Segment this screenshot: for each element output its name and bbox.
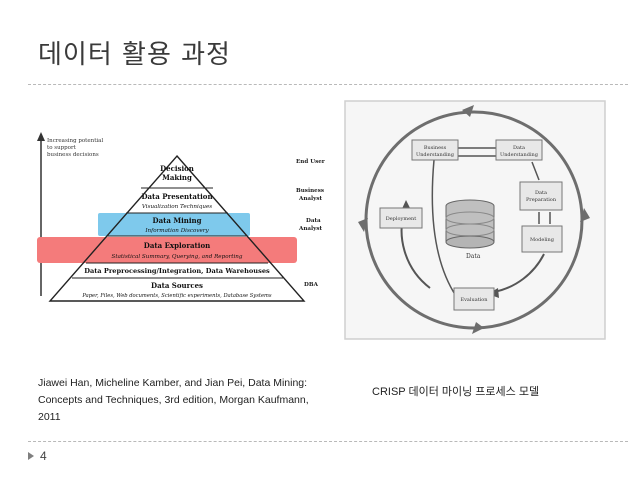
- pyramid-side-note-line-1: Increasing potential: [47, 138, 103, 144]
- data-label: Data: [466, 253, 481, 260]
- node-evaluation: Evaluation: [453, 287, 495, 311]
- title-divider: [28, 84, 628, 85]
- outer-cycle-arrowhead: [580, 208, 590, 222]
- potential-axis-arrowhead: [37, 132, 45, 141]
- bullet-arrow-icon: [28, 452, 34, 460]
- svg-text:Understanding: Understanding: [416, 152, 455, 158]
- pyramid-side-note-line-3: business decisions: [47, 152, 99, 158]
- svg-text:Understanding: Understanding: [500, 152, 539, 158]
- data-mining-highlight: [98, 213, 250, 236]
- data-cylinder: [445, 199, 495, 249]
- svg-text:Evaluation: Evaluation: [460, 297, 488, 303]
- node-modeling: Modeling: [521, 225, 563, 253]
- svg-text:Data: Data: [513, 145, 525, 151]
- level-presentation-title: Data Presentation: [141, 192, 212, 201]
- svg-text:Preparation: Preparation: [526, 197, 557, 203]
- level-mining-subtitle: Information Discovery: [144, 228, 209, 234]
- level-preprocessing-title: Data Preprocessing/Integration, Data War…: [84, 267, 270, 275]
- outer-cycle-arrowhead: [462, 105, 474, 117]
- level-sources-title: Data Sources: [151, 281, 203, 290]
- level-mining-title: Data Mining: [153, 216, 202, 225]
- page-number: 4: [40, 449, 47, 463]
- svg-text:Modeling: Modeling: [530, 237, 555, 243]
- flow-arrow: [531, 161, 540, 181]
- footer-divider: [28, 441, 628, 442]
- svg-text:Deployment: Deployment: [386, 216, 417, 222]
- pyramid-outline: [48, 154, 306, 302]
- svg-text:Business: Business: [424, 145, 447, 151]
- pyramid-caption: Jiawei Han, Micheline Kamber, and Jian P…: [38, 377, 309, 423]
- level-exploration-title: Data Exploration: [144, 241, 210, 250]
- node-data-understanding: Data Understanding: [495, 139, 543, 161]
- role-dba: DBA: [304, 282, 319, 288]
- node-deployment: Deployment: [379, 207, 423, 229]
- node-business-understanding: Business Understanding: [411, 139, 459, 161]
- data-mining-pyramid-figure: Increasing potential to support business…: [34, 128, 328, 318]
- level-decision-title-2: Making: [162, 173, 192, 182]
- outer-cycle-arrowhead: [358, 218, 368, 232]
- data-exploration-highlight: [37, 237, 297, 263]
- role-data-analyst-1: Data: [306, 218, 321, 224]
- role-end-user: End User: [296, 159, 325, 165]
- pyramid-side-note-line-2: to support: [47, 145, 77, 151]
- outer-cycle-arrowhead: [472, 322, 484, 334]
- flow-arrow: [431, 159, 457, 297]
- role-business-analyst-2: Analyst: [298, 196, 323, 202]
- crisp-caption: CRISP 데이터 마이닝 프로세스 모델: [372, 386, 540, 398]
- node-data-preparation: Data Preparation: [519, 181, 563, 211]
- role-data-analyst-2: Analyst: [298, 226, 323, 232]
- level-sources-subtitle: Paper, Files, Web documents, Scientific …: [81, 293, 272, 299]
- level-decision-title: Decision: [160, 164, 194, 173]
- slide-title: 데이터 활용 과정: [38, 40, 231, 70]
- level-exploration-subtitle: Statistical Summary, Querying, and Repor…: [112, 254, 243, 260]
- role-business-analyst-1: Business: [296, 188, 324, 194]
- crisp-dm-figure: Data Business Understanding Data Underst…: [344, 100, 606, 340]
- svg-text:Data: Data: [535, 190, 547, 196]
- level-presentation-subtitle: Visualization Techniques: [142, 204, 212, 210]
- inner-arc: [493, 253, 545, 293]
